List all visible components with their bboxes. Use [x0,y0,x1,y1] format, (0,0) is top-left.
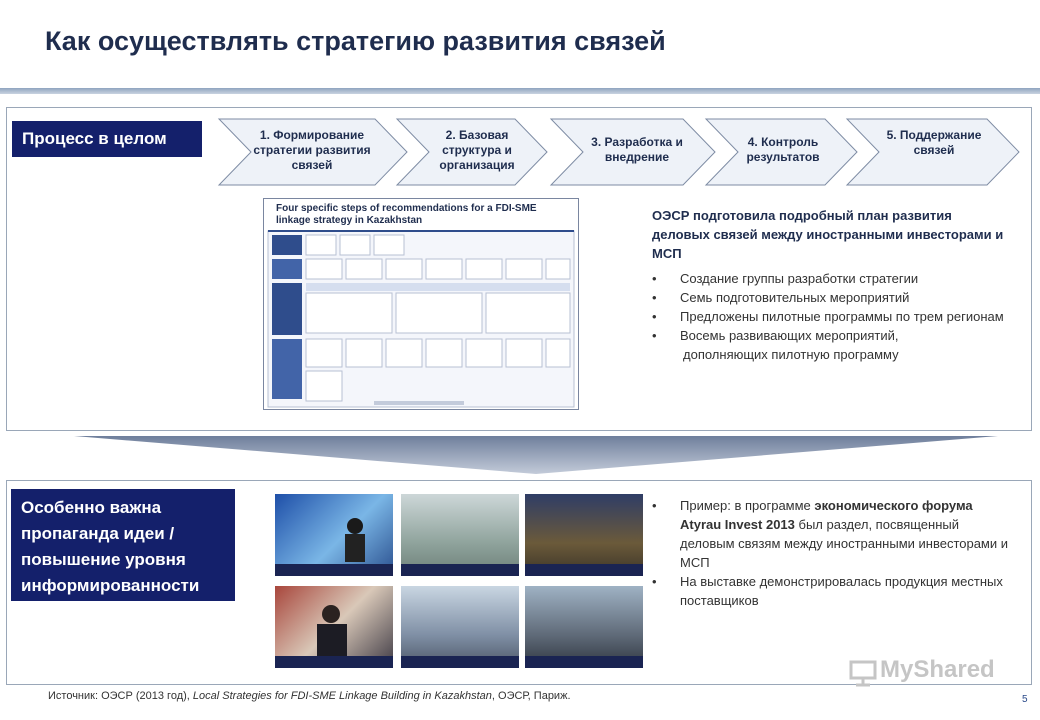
page-number: 5 [1022,694,1028,705]
awareness-tag: Особенно важна пропаганда идеи / повышен… [11,489,235,601]
step-5-label: 5. Поддержание связей [886,128,982,157]
oecd-plan-text: ОЭСР подготовила подробный план развития… [652,206,1012,364]
recommendations-figure: Four specific steps of recommendations f… [263,198,579,410]
watermark-text: MyShared [880,656,995,683]
list-item: Восемь развивающих мероприятий, [652,326,1012,345]
recommendations-figure-graphic [267,230,575,408]
forum-example-bullets: Пример: в программе экономического форум… [652,496,1012,610]
list-item: Предложены пилотные программы по трем ре… [652,307,1012,326]
forum-photo [401,586,519,668]
step-5-chevron[interactable] [845,118,1020,186]
page-title: Как осуществлять стратегию развития связ… [45,26,666,56]
source-pre: Источник: ОЭСР (2013 год), [48,690,193,702]
step-1-label: 1. Формирование стратегии развития связе… [253,128,371,172]
step-2-label: 2. Базовая структура и организация [439,128,515,172]
step-2-chevron[interactable] [395,118,548,186]
example-text-post: был раздел, посвященный деловым связям м… [680,517,1009,570]
forum-photo [275,494,393,576]
recommendations-figure-title: Four specific steps of recommendations f… [276,203,537,226]
step-3-chevron[interactable] [549,118,716,186]
oecd-plan-trailing: дополняющих пилотную программу [683,347,899,362]
source-title: Local Strategies for FDI-SME Linkage Bui… [192,690,492,702]
oecd-plan-lead: ОЭСР подготовила подробный план развития… [652,208,1004,261]
title-divider [0,88,1040,94]
list-item: На выставке демонстрировалась продукция … [652,572,1012,610]
step-1-chevron[interactable] [217,118,408,186]
source-footnote: Источник: ОЭСР (2013 год), Local Strateg… [48,690,571,702]
forum-example-text: Пример: в программе экономического форум… [652,496,1012,610]
forum-photo-grid [275,494,647,670]
example-forum-name: экономического форума [814,498,973,513]
list-item: Пример: в программе экономического форум… [652,496,1012,572]
step-3-label: 3. Разработка и внедрение [591,135,683,164]
projector-icon [849,660,877,687]
forum-photo [275,586,393,668]
forum-photo [401,494,519,576]
process-steps: 1. Формирование стратегии развития связе… [215,117,1025,187]
example-text-pre: Пример: в программе [680,498,815,513]
funnel-arrow [74,436,998,474]
bottom-section-frame [6,480,1032,685]
oecd-plan-bullets: Создание группы разработки стратегии Сем… [652,269,1012,345]
forum-photo [525,494,643,576]
step-4-label: 4. Контроль результатов [746,135,820,164]
process-overall-tag: Процесс в целом [12,121,202,157]
step-4-chevron[interactable] [704,118,858,186]
top-section-frame [6,107,1032,431]
forum-photo [525,586,643,668]
list-item: Создание группы разработки стратегии [652,269,1012,288]
watermark: MyShared [848,656,1008,690]
source-post: , ОЭСР, Париж. [491,690,571,702]
list-item: Семь подготовительных мероприятий [652,288,1012,307]
example-forum-title: Atyrau Invest 2013 [680,517,795,532]
process-chevrons [217,118,1020,186]
